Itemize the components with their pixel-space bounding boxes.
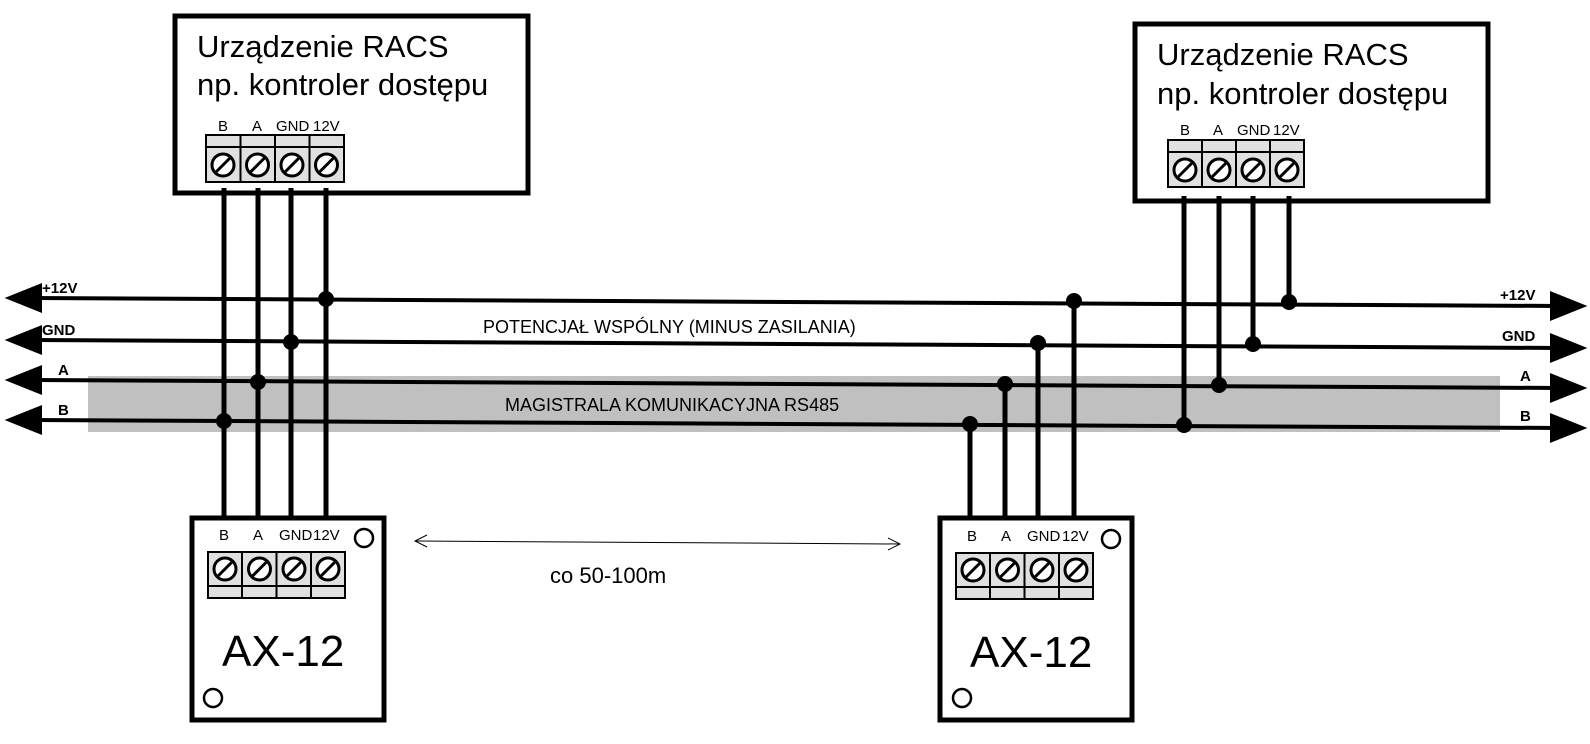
device-title-line1: Urządzenie RACS <box>197 29 449 64</box>
mounting-hole-icon <box>353 527 375 549</box>
terminal-label-12v: 12V <box>1273 122 1300 139</box>
screw-icon <box>1240 157 1266 183</box>
junction-dots <box>216 291 1297 433</box>
gnd-note: POTENCJAŁ WSPÓLNY (MINUS ZASILANIA) <box>483 316 856 337</box>
screw-icon <box>315 556 341 582</box>
terminal-block <box>205 134 345 183</box>
terminal-label-b: B <box>967 528 977 545</box>
screw-icon <box>212 556 238 582</box>
rail-label-right-gnd: GND <box>1502 328 1536 345</box>
rail-label-left-a: A <box>58 362 69 379</box>
terminal-label-gnd: GND <box>276 118 310 135</box>
terminal-label-a: A <box>252 118 262 135</box>
screw-icon <box>1029 557 1055 583</box>
terminal-label-a: A <box>1001 528 1011 545</box>
ax12-module-2: B A GND 12V AX-12 <box>937 515 1135 723</box>
top-device-2: Urządzenie RACS np. kontroler dostępu B … <box>1132 21 1491 204</box>
screw-icon <box>314 152 339 178</box>
screw-icon <box>1274 157 1300 183</box>
bus-rails <box>4 283 1588 443</box>
rail-label-right-b: B <box>1520 408 1531 425</box>
terminal-label-12v: 12V <box>313 118 340 135</box>
rail-gnd <box>31 338 1561 350</box>
terminal-label-a: A <box>1213 122 1223 139</box>
screw-icon <box>1172 157 1198 183</box>
terminal-label-b: B <box>1180 122 1190 139</box>
mounting-hole-icon <box>951 687 973 709</box>
terminal-label-b: B <box>219 527 229 544</box>
wires-left <box>221 188 329 518</box>
terminal-label-12v: 12V <box>1062 528 1089 545</box>
wires-right-bottom <box>967 301 1077 518</box>
screw-icon <box>960 557 986 583</box>
screw-icon <box>281 556 307 582</box>
screw-icon <box>245 152 270 178</box>
rail-label-left-b: B <box>58 402 69 419</box>
screw-icon <box>247 556 272 582</box>
top-device-1: Urządzenie RACS np. kontroler dostępu B … <box>172 13 531 196</box>
terminal-label-a: A <box>253 527 263 544</box>
device-title-line2: np. kontroler dostępu <box>197 67 488 102</box>
device-title-line1: Urządzenie RACS <box>1157 37 1409 72</box>
rail-b <box>31 418 1561 430</box>
terminal-block <box>207 551 346 599</box>
screw-icon <box>210 152 236 178</box>
module-model-label: AX-12 <box>222 627 344 676</box>
rail-a <box>31 378 1561 390</box>
module-model-label: AX-12 <box>970 628 1092 677</box>
mounting-hole-icon <box>1100 528 1122 550</box>
terminal-label-gnd: GND <box>1237 122 1271 139</box>
screw-icon <box>995 557 1020 583</box>
bus-note: MAGISTRALA KOMUNIKACYJNA RS485 <box>505 395 839 415</box>
rail-label-right-12v: +12V <box>1500 287 1535 304</box>
rail-label-left-gnd: GND <box>42 322 76 339</box>
screw-icon <box>279 152 305 178</box>
screw-icon <box>1063 557 1089 583</box>
wires-right-top <box>1181 196 1292 424</box>
terminal-label-12v: 12V <box>313 527 340 544</box>
screw-icon <box>1206 157 1232 183</box>
terminal-block <box>955 552 1094 600</box>
terminal-label-b: B <box>218 118 228 135</box>
terminal-block <box>1167 139 1305 188</box>
distance-arrow <box>413 534 902 551</box>
mounting-hole-icon <box>202 687 224 709</box>
device-title-line2: np. kontroler dostępu <box>1157 76 1448 111</box>
rail-12v <box>31 296 1561 308</box>
distance-label: co 50-100m <box>550 563 666 588</box>
rail-label-right-a: A <box>1520 368 1531 385</box>
rail-label-left-12v: +12V <box>42 280 77 297</box>
terminal-label-gnd: GND <box>1027 528 1061 545</box>
terminal-label-gnd: GND <box>279 527 313 544</box>
ax12-module-1: B A GND 12V AX-12 <box>189 515 387 723</box>
